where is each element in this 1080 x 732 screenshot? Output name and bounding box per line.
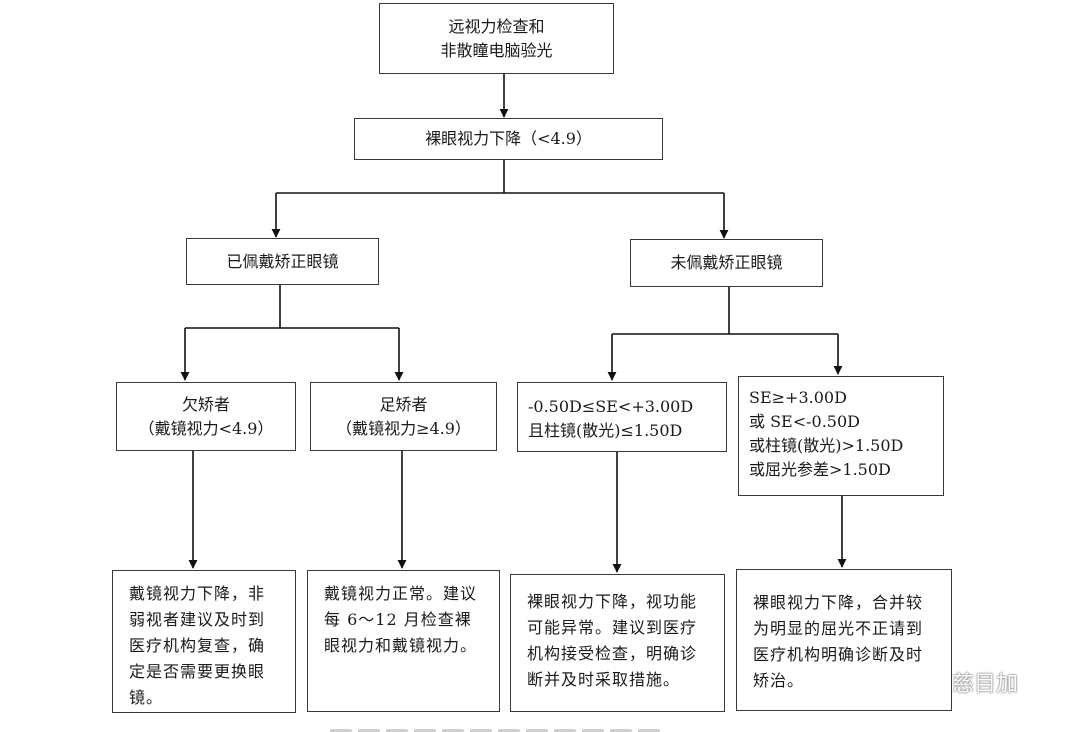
under-corrected-box: 欠矫者 （戴镜视力<4.9） [116,382,296,451]
without-glasses-box: 未佩戴矫正眼镜 [630,239,823,287]
advice-mild-refraction-text: 裸眼视力下降，视功能可能异常。建议到医疗机构接受检查，明确诊断并及时采取措施。 [527,592,698,689]
significant-refraction-aniso: 或屈光参差>1.50D [749,460,891,479]
with-glasses-label: 已佩戴矫正眼镜 [226,251,339,271]
fully-corrected-box: 足矫者 （戴镜视力≥4.9） [310,382,497,451]
advice-mild-refraction-box: 裸眼视力下降，视功能可能异常。建议到医疗机构接受检查，明确诊断并及时采取措施。 [510,574,725,712]
mild-refraction-box: -0.50D≤SE<+3.00D 且柱镜(散光)≤1.50D [517,382,727,452]
significant-refraction-se-high: SE≥+3.00D [749,388,847,407]
root-line-2: 非散瞳电脑验光 [440,40,553,60]
advice-significant-refraction-text: 裸眼视力下降，合并较为明显的屈光不正请到医疗机构明确诊断及时矫治。 [753,593,924,690]
advice-under-corrected-box: 戴镜视力下降，非弱视者建议及时到医疗机构复查，确定是否需要更换眼镜。 [112,570,296,713]
under-corrected-title: 欠矫者 [181,394,230,414]
mild-refraction-cyl: 且柱镜(散光)≤1.50D [528,421,683,440]
mild-refraction-se: -0.50D≤SE<+3.00D [528,397,694,416]
vision-drop-label: 裸眼视力下降（<4.9） [425,129,592,148]
without-glasses-label: 未佩戴矫正眼镜 [670,253,783,272]
under-corrected-condition: （戴镜视力<4.9） [138,418,274,438]
advice-fully-corrected-box: 戴镜视力正常。建议每 6～12 月检查裸眼视力和戴镜视力。 [307,570,500,712]
advice-fully-corrected-text: 戴镜视力正常。建议每 6～12 月检查裸眼视力和戴镜视力。 [324,584,478,655]
root-box: 远视力检查和 非散瞳电脑验光 [379,3,614,74]
with-glasses-box: 已佩戴矫正眼镜 [186,238,379,285]
wechat-bubble-icon [913,669,945,694]
fully-corrected-condition: （戴镜视力≥4.9） [336,418,471,438]
significant-refraction-box: SE≥+3.00D 或 SE<-0.50D 或柱镜(散光)>1.50D 或屈光参… [738,376,944,496]
vision-drop-box: 裸眼视力下降（<4.9） [354,118,663,160]
significant-refraction-se-low: 或 SE<-0.50D [749,412,860,431]
root-line-1: 远视力检查和 [448,16,545,36]
significant-refraction-cyl: 或柱镜(散光)>1.50D [749,436,904,455]
advice-under-corrected-text: 戴镜视力下降，非弱视者建议及时到医疗机构复查，确定是否需要更换眼镜。 [129,584,266,707]
cropped-caption [330,722,710,732]
fully-corrected-title: 足矫者 [379,394,428,414]
watermark: 慈目加 [912,666,1018,698]
advice-significant-refraction-box: 裸眼视力下降，合并较为明显的屈光不正请到医疗机构明确诊断及时矫治。 [736,569,952,711]
watermark-text: 慈目加 [952,672,1019,697]
